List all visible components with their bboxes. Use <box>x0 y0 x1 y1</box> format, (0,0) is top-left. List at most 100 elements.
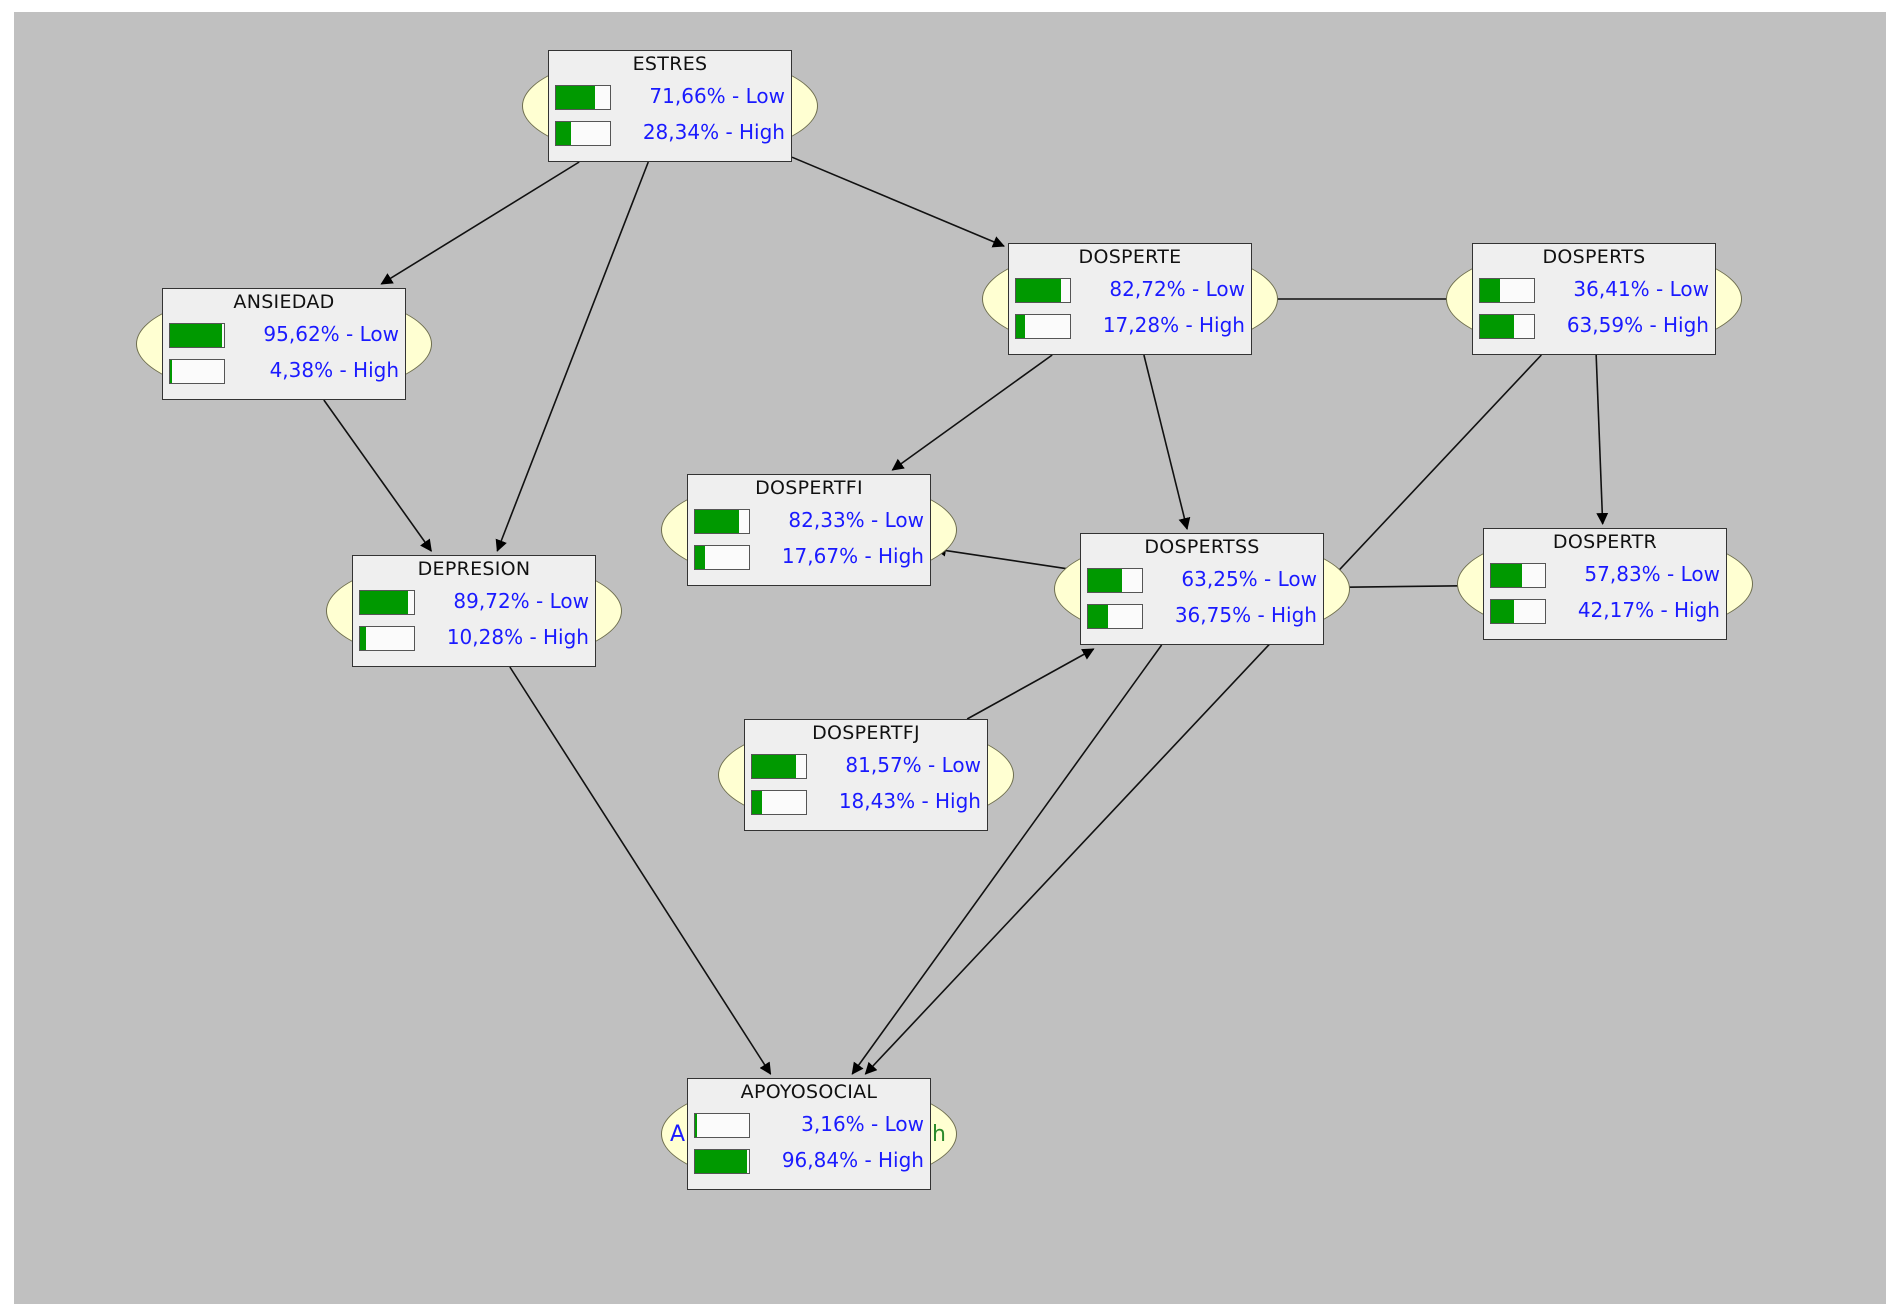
node-title: DOSPERTSS <box>1144 536 1260 558</box>
ghost-letter-right: h <box>932 1122 946 1147</box>
probability-bar-fill <box>170 360 173 383</box>
probability-bar <box>359 626 415 651</box>
ansiedad-node[interactable]: ANSIEDAD 95,62% - Low 4,38% - High <box>162 288 406 400</box>
probability-bar <box>694 1113 750 1138</box>
state-row-low: 81,57% - Low <box>751 751 983 781</box>
state-row-low: 57,83% - Low <box>1490 560 1722 590</box>
probability-bar-fill <box>1016 315 1026 338</box>
state-probability-label: 63,25% - Low <box>1181 567 1317 591</box>
probability-bar-fill <box>1491 564 1523 587</box>
state-row-high: 17,67% - High <box>694 542 926 572</box>
state-row-high: 96,84% - High <box>694 1146 926 1176</box>
state-row-low: 82,72% - Low <box>1015 275 1247 305</box>
state-row-high: 42,17% - High <box>1490 596 1722 626</box>
state-probability-label: 96,84% - High <box>781 1148 924 1172</box>
depresion-node[interactable]: DEPRESION 89,72% - Low 10,28% - High <box>352 555 596 667</box>
edge-dospertss-to-apoyosocial <box>851 644 1163 1075</box>
state-row-high: 28,34% - High <box>555 118 787 148</box>
state-row-low: 63,25% - Low <box>1087 565 1319 595</box>
state-row-low: 89,72% - Low <box>359 587 591 617</box>
state-probability-label: 10,28% - High <box>446 625 589 649</box>
probability-bar <box>694 1149 750 1174</box>
probability-bar-fill <box>170 324 222 347</box>
probability-bar <box>1479 314 1535 339</box>
edge-estres-to-depresion <box>495 161 650 552</box>
state-probability-label: 28,34% - High <box>642 120 785 144</box>
state-probability-label: 17,67% - High <box>781 544 924 568</box>
probability-bar <box>1490 563 1546 588</box>
state-probability-label: 57,83% - Low <box>1584 562 1720 586</box>
state-probability-label: 82,72% - Low <box>1109 277 1245 301</box>
edge-estres-to-dosperte <box>791 156 1005 248</box>
state-row-high: 36,75% - High <box>1087 601 1319 631</box>
probability-bar <box>169 359 225 384</box>
probability-bar <box>1015 314 1071 339</box>
dosperts-node[interactable]: DOSPERTS 36,41% - Low 63,59% - High <box>1472 243 1716 355</box>
node-title: DOSPERTFI <box>755 477 863 499</box>
state-probability-label: 82,33% - Low <box>788 508 924 532</box>
probability-bar <box>1015 278 1071 303</box>
edge-dosperts-to-apoyosocial <box>864 354 1542 1075</box>
node-title: ESTRES <box>632 53 708 75</box>
state-probability-label: 17,28% - High <box>1102 313 1245 337</box>
dosperte-node[interactable]: DOSPERTE 82,72% - Low 17,28% - High <box>1008 243 1252 355</box>
probability-bar-fill <box>1016 279 1061 302</box>
state-row-high: 18,43% - High <box>751 787 983 817</box>
probability-bar <box>555 85 611 110</box>
node-title: DOSPERTE <box>1078 246 1182 268</box>
probability-bar <box>751 790 807 815</box>
probability-bar-fill <box>752 755 797 778</box>
state-row-low: 82,33% - Low <box>694 506 926 536</box>
state-probability-label: 36,75% - High <box>1174 603 1317 627</box>
state-row-low: 3,16% - Low <box>694 1110 926 1140</box>
node-title: DEPRESION <box>417 558 531 580</box>
state-row-high: 4,38% - High <box>169 356 401 386</box>
state-probability-label: 71,66% - Low <box>649 84 785 108</box>
probability-bar-fill <box>556 86 595 109</box>
probability-bar <box>1087 604 1143 629</box>
probability-bar <box>555 121 611 146</box>
probability-bar-fill <box>360 627 366 650</box>
edge-dospertfj-to-dospertss <box>966 648 1095 720</box>
state-row-high: 17,28% - High <box>1015 311 1247 341</box>
state-probability-label: 36,41% - Low <box>1573 277 1709 301</box>
estres-node[interactable]: ESTRES 71,66% - Low 28,34% - High <box>548 50 792 162</box>
probability-bar <box>1087 568 1143 593</box>
state-probability-label: 3,16% - Low <box>801 1112 924 1136</box>
probability-bar-fill <box>556 122 572 145</box>
probability-bar-fill <box>1491 600 1514 623</box>
probability-bar-fill <box>695 1150 748 1173</box>
probability-bar-fill <box>695 546 705 569</box>
state-row-high: 63,59% - High <box>1479 311 1711 341</box>
edge-ansiedad-to-depresion <box>323 399 432 552</box>
edge-depresion-to-apoyosocial <box>509 666 772 1075</box>
state-row-low: 95,62% - Low <box>169 320 401 350</box>
probability-bar-fill <box>1480 279 1500 302</box>
dospertfj-node[interactable]: DOSPERTFJ 81,57% - Low 18,43% - High <box>744 719 988 831</box>
state-row-low: 71,66% - Low <box>555 82 787 112</box>
state-probability-label: 4,38% - High <box>269 358 399 382</box>
edge-dosperts-to-dospertr <box>1595 354 1609 525</box>
probability-bar <box>359 590 415 615</box>
probability-bar-fill <box>1088 569 1123 592</box>
edge-estres-to-ansiedad <box>380 161 580 285</box>
probability-bar-fill <box>695 1114 697 1137</box>
probability-bar-fill <box>1480 315 1515 338</box>
probability-bar <box>694 545 750 570</box>
dospertfi-node[interactable]: DOSPERTFI 82,33% - Low 17,67% - High <box>687 474 931 586</box>
probability-bar <box>751 754 807 779</box>
node-title: ANSIEDAD <box>233 291 335 313</box>
probability-bar-fill <box>1088 605 1108 628</box>
node-title: DOSPERTS <box>1542 246 1646 268</box>
probability-bar-fill <box>752 791 762 814</box>
state-row-low: 36,41% - Low <box>1479 275 1711 305</box>
state-row-high: 10,28% - High <box>359 623 591 653</box>
node-title: DOSPERTFJ <box>812 722 920 744</box>
edge-dosperte-to-dospertss <box>1143 354 1191 530</box>
dospertss-node[interactable]: DOSPERTSS 63,25% - Low 36,75% - High <box>1080 533 1324 645</box>
probability-bar-fill <box>695 510 740 533</box>
state-probability-label: 18,43% - High <box>838 789 981 813</box>
